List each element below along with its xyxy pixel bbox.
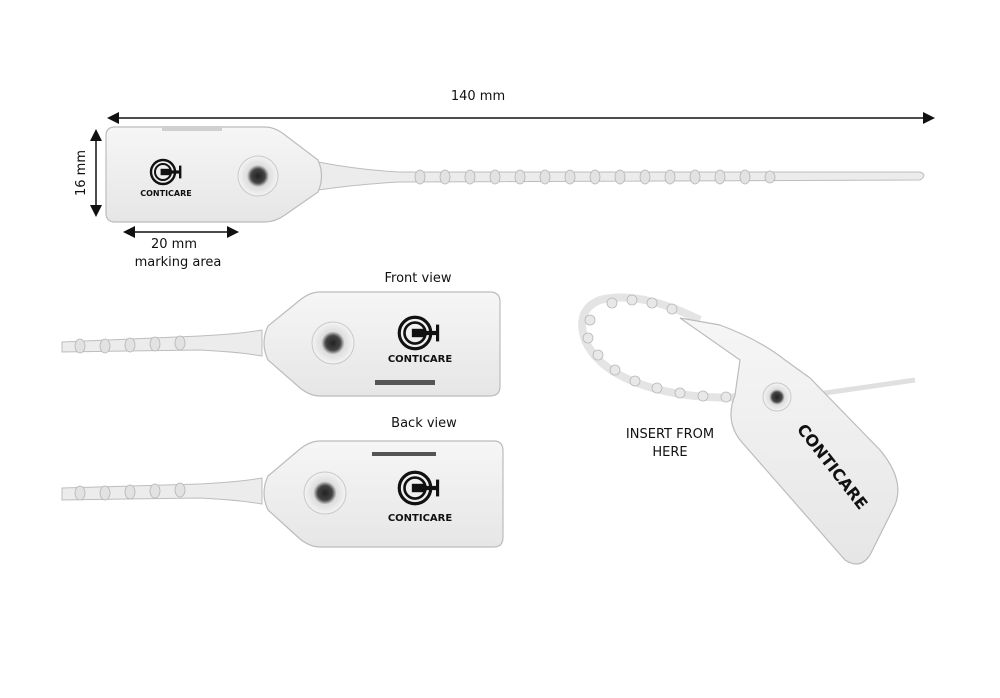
- back-brand-text: CONTICARE: [388, 513, 453, 524]
- insert-label-line1: INSERT FROM: [626, 427, 714, 442]
- back-view-seal: CONTICARE: [61, 440, 504, 548]
- front-view-label: Front view: [385, 271, 452, 286]
- height-label: 16 mm: [74, 150, 89, 196]
- insert-label-line2: HERE: [652, 445, 687, 460]
- back-view-label: Back view: [391, 416, 457, 431]
- marking-width-label: 20 mm: [151, 237, 197, 252]
- front-view-seal: CONTICARE: [61, 291, 501, 397]
- front-brand-text: CONTICARE: [388, 354, 453, 365]
- looped-seal: CONTICARE: [578, 293, 916, 565]
- strap-teeth: [414, 169, 776, 185]
- top-seal: CONTICARE: [105, 126, 925, 223]
- marking-caption: marking area: [135, 255, 222, 270]
- brand-text: CONTICARE: [140, 189, 192, 198]
- length-label: 140 mm: [451, 89, 505, 104]
